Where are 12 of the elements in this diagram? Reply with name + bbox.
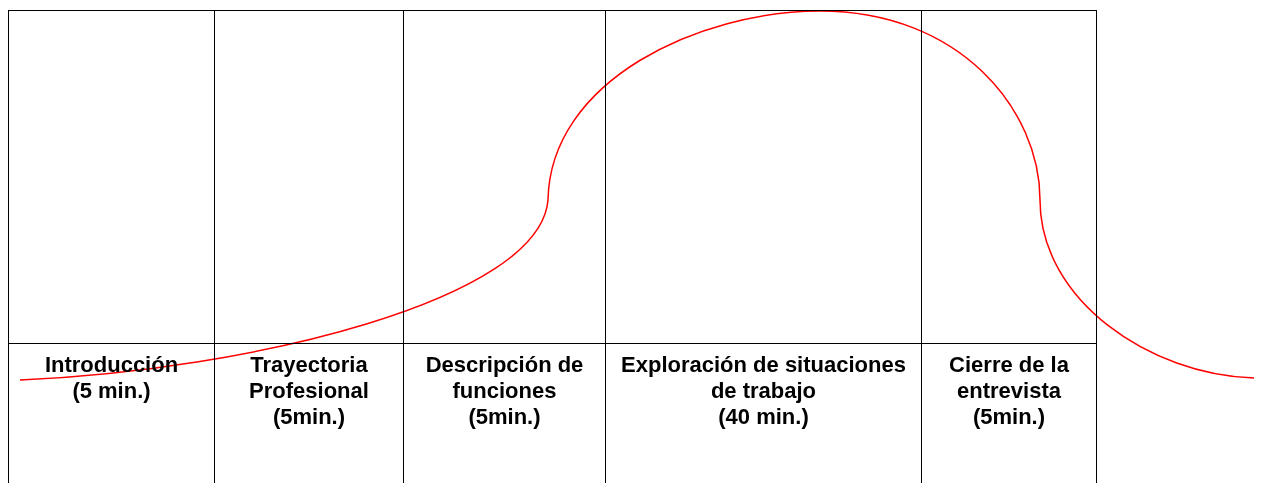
empty-cell [8,10,215,344]
empty-cell [921,10,1097,344]
duration-text: (40 min.) [717,404,810,430]
duration-text: (5min.) [467,404,542,430]
phase-name: Introducción [43,352,180,378]
duration-text: (5min.) [971,404,1047,430]
duration-text: (5min.) [271,404,347,430]
phase-name: Descripción de funciones [424,352,585,404]
phase-name: Exploración de situaciones de trabajo [620,352,907,404]
duration-text: (5 min.) [71,378,152,404]
phase-name: Trayectoria Profesional [248,352,370,404]
phase-name: Cierre de la entrevista [948,352,1070,404]
